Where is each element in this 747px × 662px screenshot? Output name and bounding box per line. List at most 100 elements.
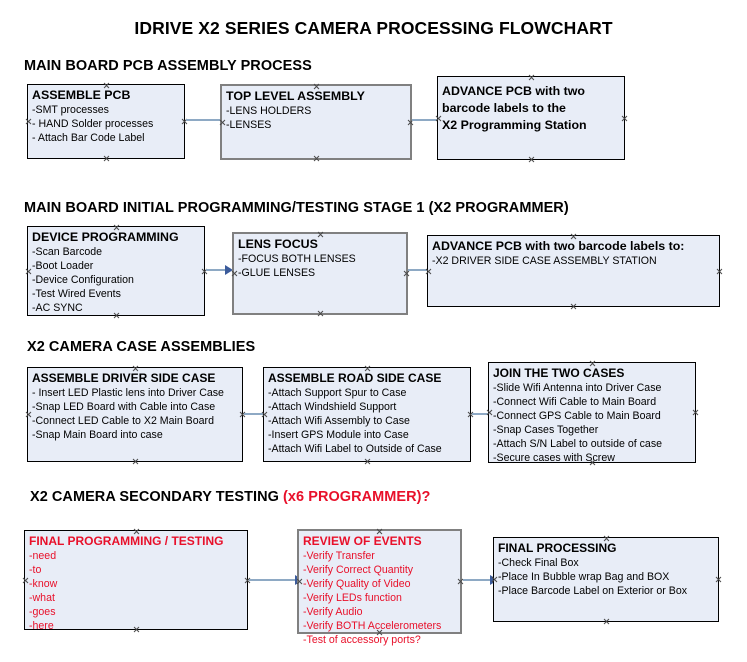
process-box-line: -Snap Main Board into case: [32, 429, 163, 441]
resize-handle-bottom[interactable]: [313, 155, 320, 162]
process-box-line: -GLUE LENSES: [238, 267, 316, 279]
process-box-line: -Slide Wifi Antenna into Driver Case: [493, 382, 662, 394]
process-box-title: DEVICE PROGRAMMING: [32, 230, 179, 244]
resize-handle-bottom[interactable]: [570, 303, 577, 310]
resize-handle-bottom[interactable]: [133, 626, 140, 633]
resize-handle-left[interactable]: [296, 578, 303, 585]
process-box-line: -Place In Bubble wrap Bag and BOX: [498, 571, 670, 583]
process-box-assemble-driver-side-case[interactable]: ASSEMBLE DRIVER SIDE CASE - Insert LED P…: [27, 367, 243, 462]
resize-handle-bottom[interactable]: [364, 458, 371, 465]
resize-handle-bottom[interactable]: [528, 156, 535, 163]
process-box-title: ASSEMBLE DRIVER SIDE CASE: [32, 371, 216, 385]
process-box-line: -Place Barcode Label on Exterior or Box: [498, 585, 688, 597]
process-box-line: -Attach Support Spur to Case: [268, 387, 407, 399]
resize-handle-left[interactable]: [22, 577, 29, 584]
process-box-title: FINAL PROGRAMMING / TESTING: [29, 534, 224, 548]
process-box-lens-focus[interactable]: LENS FOCUS -FOCUS BOTH LENSES -GLUE LENS…: [232, 232, 408, 315]
section-heading-4-text: X2 CAMERA SECONDARY TESTING: [30, 489, 284, 505]
section-heading-1: MAIN BOARD PCB ASSEMBLY PROCESS: [24, 58, 312, 74]
process-box-device-programming[interactable]: DEVICE PROGRAMMING -Scan Barcode -Boot L…: [27, 226, 205, 316]
resize-handle-right[interactable]: [621, 115, 628, 122]
process-box-line: -need: [29, 550, 57, 562]
section-heading-1-text: MAIN BOARD PCB ASSEMBLY PROCESS: [24, 58, 312, 74]
process-box-line: -LENS HOLDERS: [226, 105, 312, 117]
resize-handle-left[interactable]: [491, 576, 498, 583]
page-title: IDRIVE X2 SERIES CAMERA PROCESSING FLOWC…: [134, 18, 613, 38]
section-heading-3: X2 CAMERA CASE ASSEMBLIES: [27, 339, 255, 355]
process-box-advance-pcb-driver-side[interactable]: ADVANCE PCB with two barcode labels to: …: [427, 235, 720, 307]
resize-handle-top[interactable]: [603, 535, 610, 542]
resize-handle-bottom[interactable]: [103, 155, 110, 162]
resize-handle-bottom[interactable]: [132, 458, 139, 465]
resize-handle-top[interactable]: [570, 233, 577, 240]
process-box-line: -Device Configuration: [32, 274, 134, 286]
resize-handle-right[interactable]: [715, 576, 722, 583]
process-box-line: -goes: [29, 606, 56, 618]
resize-handle-top[interactable]: [113, 224, 120, 231]
resize-handle-top[interactable]: [589, 360, 596, 367]
resize-handle-top[interactable]: [132, 365, 139, 372]
resize-handle-bottom[interactable]: [317, 310, 324, 317]
resize-handle-left[interactable]: [25, 411, 32, 418]
process-box-line: -Verify BOTH Accelerometers: [303, 620, 442, 632]
resize-handle-left[interactable]: [231, 270, 238, 277]
process-box-line: -AC SYNC: [32, 302, 83, 314]
process-box-line: -Connect GPS Cable to Main Board: [493, 410, 661, 422]
process-box-title: REVIEW OF EVENTS: [303, 534, 422, 548]
process-box-line: -Verify LEDs function: [303, 592, 402, 604]
process-box-line: -SMT processes: [32, 104, 109, 116]
process-box-title: TOP LEVEL ASSEMBLY: [226, 89, 365, 103]
process-box-title: ASSEMBLE ROAD SIDE CASE: [268, 371, 442, 385]
process-box-line: -to: [29, 564, 42, 576]
resize-handle-top[interactable]: [133, 528, 140, 535]
process-box-line: -what: [29, 592, 55, 604]
resize-handle-right[interactable]: [692, 409, 699, 416]
process-box-line: -Attach Windshield Support: [268, 401, 397, 413]
process-box-line: - HAND Solder processes: [32, 118, 154, 130]
process-box-line: -Test Wired Events: [32, 288, 121, 300]
process-box-line: -Verify Transfer: [303, 550, 375, 562]
process-box-title: barcode labels to the: [442, 101, 566, 115]
process-box-line: -Boot Loader: [32, 260, 94, 272]
resize-handle-top[interactable]: [364, 365, 371, 372]
process-box-review-of-events[interactable]: REVIEW OF EVENTS -Verify Transfer -Verif…: [296, 528, 462, 646]
resize-handle-right[interactable]: [716, 268, 723, 275]
resize-handle-top[interactable]: [103, 82, 110, 89]
process-box-assemble-pcb[interactable]: ASSEMBLE PCB -SMT processes - HAND Solde…: [27, 84, 185, 159]
process-box-final-programming-testing[interactable]: FINAL PROGRAMMING / TESTING -need -to -k…: [22, 528, 248, 633]
process-box-line: -Secure cases with Screw: [493, 452, 615, 464]
resize-handle-top[interactable]: [528, 74, 535, 81]
resize-handle-left[interactable]: [25, 268, 32, 275]
resize-handle-bottom[interactable]: [376, 629, 383, 636]
resize-handle-left[interactable]: [261, 411, 268, 418]
resize-handle-left[interactable]: [25, 118, 32, 125]
resize-handle-top[interactable]: [313, 83, 320, 90]
process-box-title: ADVANCE PCB with two barcode labels to:: [432, 239, 685, 253]
process-box-line: -here: [29, 620, 54, 632]
process-box-assemble-road-side-case[interactable]: ASSEMBLE ROAD SIDE CASE -Attach Support …: [263, 367, 471, 462]
resize-handle-left[interactable]: [219, 119, 226, 126]
resize-handle-left[interactable]: [435, 115, 442, 122]
process-box-line-overflow: -Test of accessory ports?: [303, 634, 421, 646]
resize-handle-top[interactable]: [376, 528, 383, 535]
section-heading-3-text: X2 CAMERA CASE ASSEMBLIES: [27, 339, 256, 355]
resize-handle-top[interactable]: [317, 231, 324, 238]
resize-handle-bottom[interactable]: [589, 459, 596, 466]
process-box-top-level-assembly[interactable]: TOP LEVEL ASSEMBLY -LENS HOLDERS -LENSES: [220, 84, 412, 160]
process-box-final-processing[interactable]: FINAL PROCESSING -Check Final Box -Place…: [493, 537, 719, 622]
process-box-line: -Snap LED Board with Cable into Case: [32, 401, 216, 413]
resize-handle-bottom[interactable]: [603, 618, 610, 625]
resize-handle-bottom[interactable]: [113, 312, 120, 319]
process-box-line: -Scan Barcode: [32, 246, 103, 258]
process-box-join-the-two-cases[interactable]: JOIN THE TWO CASES -Slide Wifi Antenna i…: [486, 360, 699, 466]
process-box-advance-pcb-station[interactable]: ADVANCE PCB with two barcode labels to t…: [437, 76, 625, 160]
process-box-line: -Verify Correct Quantity: [303, 564, 414, 576]
process-box-line: -Check Final Box: [498, 557, 579, 569]
process-box-title: JOIN THE TWO CASES: [493, 366, 625, 380]
resize-handle-left[interactable]: [425, 268, 432, 275]
process-box-line: -Connect Wifi Cable to Main Board: [493, 396, 657, 408]
process-box-line: -X2 DRIVER SIDE CASE ASSEMBLY STATION: [432, 255, 657, 267]
process-box-line: -Snap Cases Together: [493, 424, 599, 436]
resize-handle-left[interactable]: [486, 409, 493, 416]
